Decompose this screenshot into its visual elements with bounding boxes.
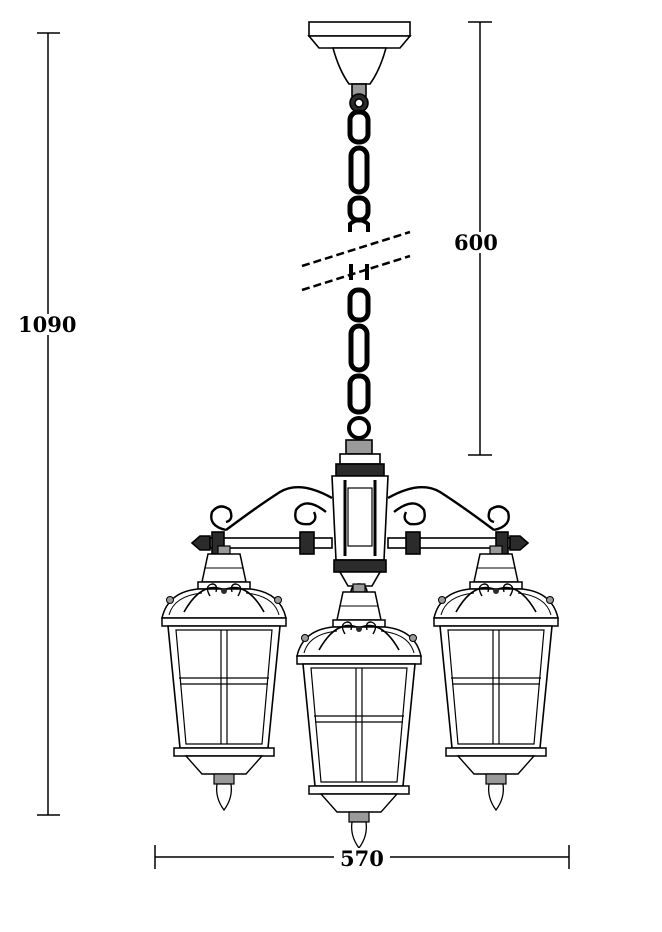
chain-upper <box>347 93 371 232</box>
lantern-center <box>296 583 422 849</box>
lantern-left <box>161 545 287 811</box>
chain-break-mark <box>301 230 411 292</box>
height-dimension-label: 1090 <box>18 312 77 337</box>
dimension-height <box>37 32 60 816</box>
width-dimension-label: 570 <box>334 848 390 869</box>
chain-length-dimension-label: 600 <box>454 230 498 255</box>
lantern-right <box>433 545 559 811</box>
scroll-arms <box>210 486 510 532</box>
ceiling-canopy <box>307 21 412 97</box>
chain-lower <box>347 264 371 440</box>
